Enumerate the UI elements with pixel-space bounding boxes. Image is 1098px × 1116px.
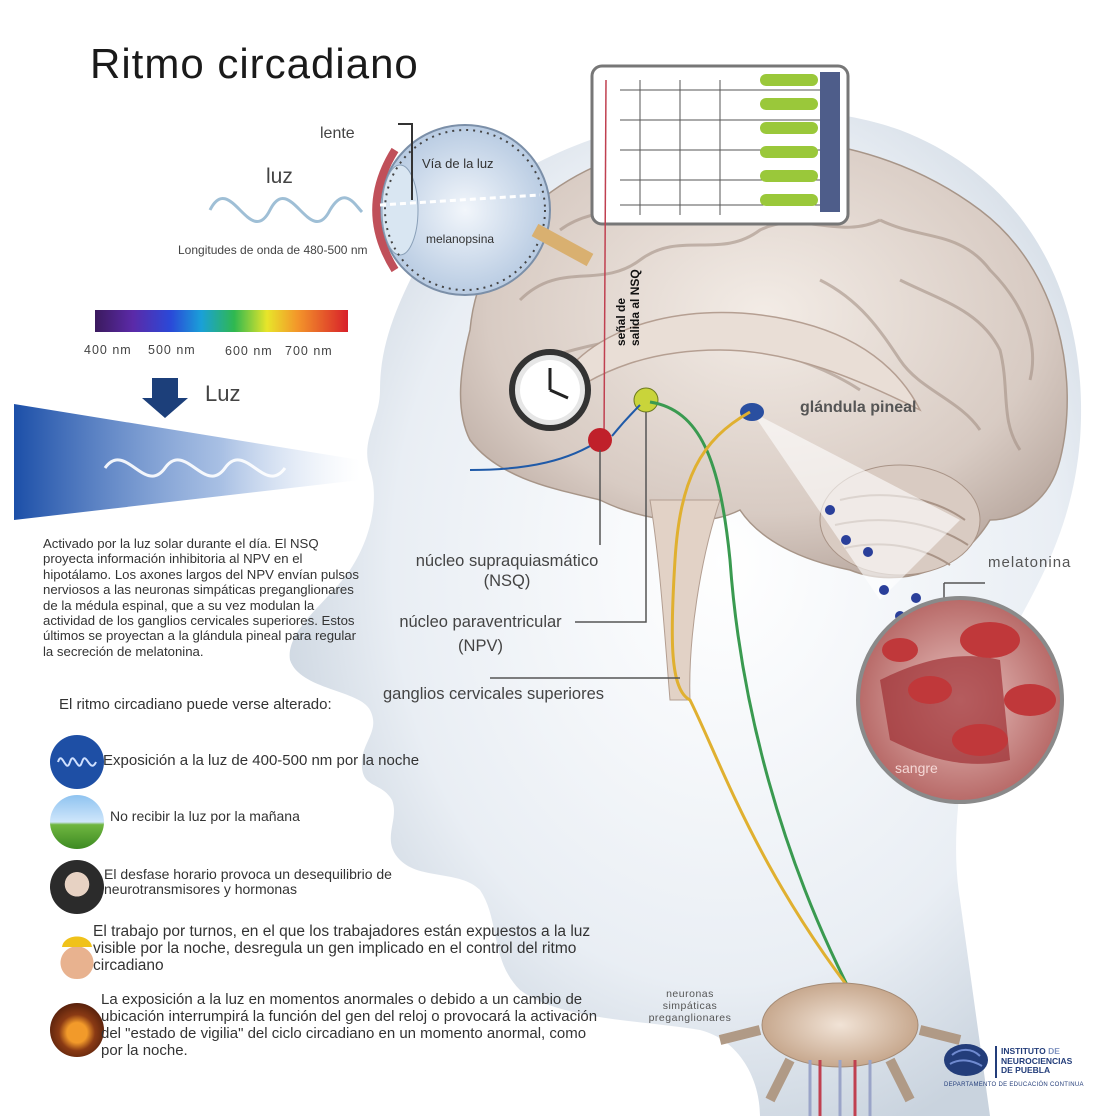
optic-path: [469, 439, 601, 471]
spinal-label-line-2: simpáticas: [662, 1000, 718, 1012]
nsq-nucleus: [588, 428, 612, 452]
pineal-gland: [740, 403, 764, 421]
page-title: Ritmo circadiano: [90, 40, 419, 87]
light-path-label: Vía de la luz: [422, 156, 494, 171]
melatonin-label: melatonina: [988, 554, 1072, 571]
retina-signal-line: [603, 79, 607, 441]
description-paragraph: Activado por la luz solar durante el día…: [43, 536, 359, 659]
green-neural-path: [649, 400, 862, 1011]
scg-label: ganglios cervicales superiores: [383, 685, 605, 703]
logo-line-1a: INSTITUTO: [1001, 1046, 1046, 1056]
light-beam-wave: [103, 458, 287, 478]
lens-bracket: [398, 123, 413, 200]
blue-light-wave-icon: [50, 735, 104, 789]
light-wave-icon: [208, 196, 364, 224]
disruption-item-2: No recibir la luz por la mañana: [110, 808, 300, 824]
spinal-label: neuronas simpáticas preganglionares: [640, 988, 740, 1024]
blood-label: sangre: [895, 760, 938, 776]
disruption-item-1: Exposición a la luz de 400-500 nm por la…: [103, 752, 420, 769]
pvn-label-line-2: (NPV): [458, 637, 503, 655]
night-lights-icon: [50, 1003, 104, 1057]
spectrum-tick-600: 600 nm: [225, 344, 273, 358]
output-signal-line-2: salida al NSQ: [628, 269, 642, 346]
light-beam-label: Luz: [205, 381, 241, 406]
spectrum-tick-500: 500 nm: [148, 343, 196, 357]
retina-inset: [590, 64, 850, 226]
logo-brain-icon: [944, 1044, 997, 1078]
logo-subline: DEPARTAMENTO DE EDUCACIÓN CONTINUA: [944, 1082, 1084, 1088]
disruption-item-4: El trabajo por turnos, en el que los tra…: [93, 923, 591, 974]
spectrum-bar: [95, 310, 348, 332]
nsq-to-npv-path: [611, 404, 641, 437]
pineal-label: glándula pineal: [800, 399, 917, 416]
scn-label-line-2: (NSQ): [483, 572, 531, 590]
melatonin-release-cone: [752, 412, 960, 600]
logo-line-2: NEUROCIENCIAS: [1001, 1055, 1073, 1066]
scn-label: núcleo supraquiasmático (NSQ): [402, 551, 612, 591]
output-signal-line-1: señal de: [614, 297, 628, 346]
spinal-label-line-3: preganglionares: [648, 1012, 732, 1024]
logo-line-3: DE PUEBLA: [1001, 1065, 1051, 1075]
leader-lines: [490, 412, 985, 679]
shift-worker-icon: [50, 925, 104, 979]
eye-cross-section: [372, 124, 594, 296]
spinal-label-line-1: neuronas: [666, 988, 714, 1000]
pvn-label-line-1: núcleo paraventricular: [399, 613, 562, 631]
jet-lag-person-icon: [50, 860, 104, 914]
down-arrow-icon: [142, 378, 188, 418]
logo-text: INSTITUTO DE NEUROCIENCIAS DE PUEBLA: [1001, 1046, 1073, 1076]
disruption-heading: El ritmo circadiano puede verse alterado…: [59, 696, 332, 713]
lens-label: lente: [320, 125, 355, 142]
blood-vessel-inset: [856, 596, 1064, 804]
spectrum-tick-400: 400 nm: [84, 343, 132, 357]
disruption-item-5: La exposición a la luz en momentos anorm…: [101, 991, 598, 1059]
output-signal-label: señal de salida al NSQ: [614, 269, 642, 346]
spinal-cord-section: [718, 982, 962, 1116]
wavelength-label: Longitudes de onda de 480-500 nm: [178, 243, 368, 257]
light-label: luz: [266, 165, 293, 188]
morning-sky-icon: [50, 795, 104, 849]
yellow-neural-path: [670, 410, 872, 1016]
pvn-label: núcleo paraventricular (NPV): [383, 610, 578, 658]
corpus-callosum: [559, 311, 922, 412]
spectrum-tick-700: 700 nm: [285, 344, 333, 358]
disruption-item-3: El desfase horario provoca un desequilib…: [104, 866, 392, 897]
scn-label-line-1: núcleo supraquiasmático: [415, 552, 599, 570]
melanopsin-label: melanopsina: [426, 232, 495, 246]
clock-icon: [509, 349, 591, 431]
logo-line-1b: DE: [1048, 1046, 1060, 1056]
